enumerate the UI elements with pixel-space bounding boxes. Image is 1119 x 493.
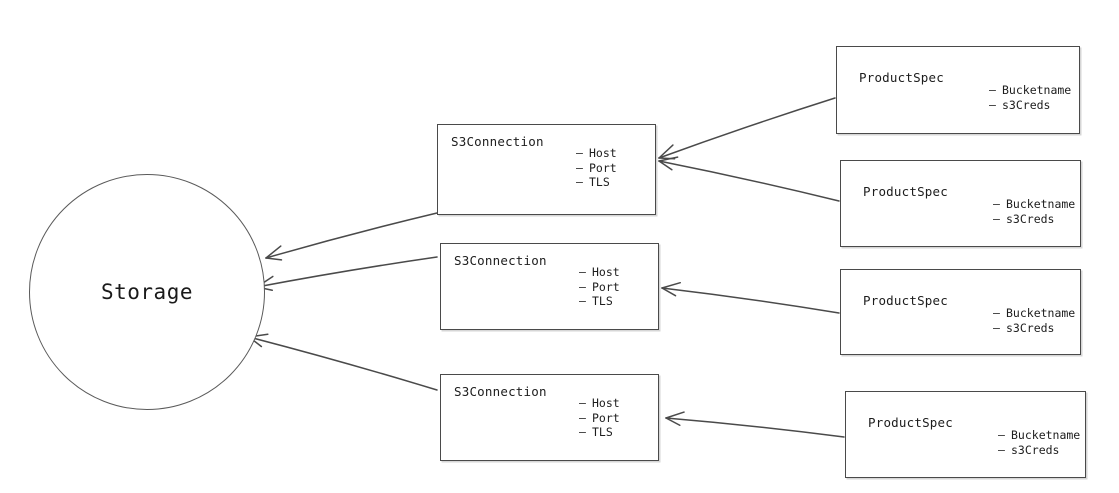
s3connection-3-field-2: –Port: [579, 410, 620, 425]
productspec-fields-3: –Bucketname–s3Creds: [993, 306, 1075, 335]
bullet-dash-icon: –: [993, 197, 1000, 211]
s3connection-1-field-3: –TLS: [576, 175, 610, 189]
arrowhead-barb: [658, 160, 673, 171]
s3connection-fields-1: –Host–Port–TLS: [576, 146, 617, 190]
s3connection-2-field-3: –TLS: [579, 294, 613, 308]
productspec-node-1[interactable]: ProductSpec –Bucketname–s3Creds: [836, 46, 1080, 134]
s3connection-fields-2: –Host–Port–TLS: [579, 265, 620, 309]
bullet-dash-icon: –: [576, 146, 583, 160]
s3connection-title-3: S3Connection: [454, 384, 547, 399]
s3connection-2-field-1: –Host: [579, 265, 620, 279]
bullet-dash-icon: –: [576, 160, 583, 175]
productspec-2-field-2: –s3Creds: [993, 211, 1055, 226]
bullet-dash-icon: –: [579, 410, 586, 425]
edge-productspec-2-to-s3conn-1: [658, 156, 840, 202]
s3connection-3-field-1: –Host: [579, 396, 620, 410]
edge-s3conn-1-to-storage: [265, 212, 438, 261]
s3connection-1-field-1: –Host: [576, 146, 617, 160]
arrowhead-barb: [658, 157, 676, 160]
s3connection-title-2: S3Connection: [454, 253, 547, 268]
productspec-fields-1: –Bucketname–s3Creds: [989, 83, 1071, 112]
arrowhead-barb: [658, 144, 674, 159]
bullet-dash-icon: –: [576, 175, 583, 189]
s3connection-2-field-2: –Port: [579, 279, 620, 294]
productspec-title-3: ProductSpec: [863, 293, 948, 308]
productspec-2-field-1: –Bucketname: [993, 197, 1076, 211]
s3connection-3-field-3: –TLS: [579, 425, 613, 439]
productspec-fields-2: –Bucketname–s3Creds: [993, 197, 1075, 226]
bullet-dash-icon: –: [993, 320, 1000, 335]
productspec-node-3[interactable]: ProductSpec –Bucketname–s3Creds: [840, 269, 1081, 355]
productspec-1-field-2: –s3Creds: [989, 97, 1051, 112]
arrowhead-barb: [661, 287, 677, 297]
bullet-dash-icon: –: [579, 425, 586, 439]
productspec-node-2[interactable]: ProductSpec –Bucketname–s3Creds: [840, 160, 1081, 247]
edge-productspec-3-to-s3conn-2: [661, 281, 840, 314]
arrowhead-barb: [665, 417, 681, 426]
productspec-title-1: ProductSpec: [859, 70, 944, 85]
productspec-4-field-2: –s3Creds: [998, 442, 1060, 457]
edge-s3conn-2-to-storage: [256, 256, 438, 292]
productspec-3-field-1: –Bucketname: [993, 306, 1076, 320]
bullet-dash-icon: –: [579, 265, 586, 279]
arrowhead-barb: [658, 156, 679, 162]
arrowhead-barb: [661, 281, 681, 289]
bullet-dash-icon: –: [989, 97, 996, 112]
bullet-dash-icon: –: [989, 83, 996, 97]
s3connection-title-1: S3Connection: [451, 134, 544, 149]
bullet-dash-icon: –: [579, 279, 586, 294]
storage-node[interactable]: Storage: [29, 174, 265, 410]
productspec-node-4[interactable]: ProductSpec –Bucketname–s3Creds: [845, 391, 1086, 478]
s3connection-node-2[interactable]: S3Connection –Host–Port–TLS: [440, 243, 659, 330]
productspec-3-field-2: –s3Creds: [993, 320, 1055, 335]
s3connection-node-1[interactable]: S3Connection –Host–Port–TLS: [437, 124, 656, 215]
bullet-dash-icon: –: [993, 306, 1000, 320]
productspec-1-field-1: –Bucketname: [989, 83, 1072, 97]
arrowhead-barb: [665, 411, 685, 419]
productspec-4-field-1: –Bucketname: [998, 428, 1081, 442]
bullet-dash-icon: –: [579, 396, 586, 410]
storage-label: Storage: [100, 280, 193, 304]
edge-productspec-4-to-s3conn-3: [665, 411, 845, 438]
s3connection-node-3[interactable]: S3Connection –Host–Port–TLS: [440, 374, 659, 461]
s3connection-1-field-2: –Port: [576, 160, 617, 175]
bullet-dash-icon: –: [998, 428, 1005, 442]
bullet-dash-icon: –: [993, 211, 1000, 226]
edge-s3conn-3-to-storage: [248, 333, 438, 391]
s3connection-fields-3: –Host–Port–TLS: [579, 396, 620, 440]
bullet-dash-icon: –: [579, 294, 586, 308]
productspec-title-4: ProductSpec: [868, 415, 953, 430]
edge-productspec-1-to-s3conn-1: [658, 97, 836, 160]
productspec-fields-4: –Bucketname–s3Creds: [998, 428, 1080, 457]
arrowhead-barb: [265, 257, 283, 261]
bullet-dash-icon: –: [998, 442, 1005, 457]
productspec-title-2: ProductSpec: [863, 184, 948, 199]
arrowhead-barb: [265, 245, 282, 259]
